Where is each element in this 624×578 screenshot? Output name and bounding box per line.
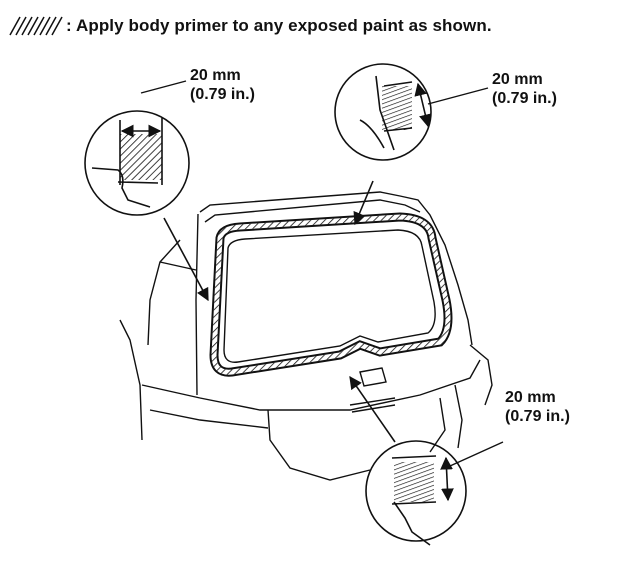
legend-text: : Apply body primer to any exposed paint… [66, 16, 492, 35]
hatch-swatch-icon [9, 16, 63, 36]
callout-top-right-label: 20 mm (0.79 in.) [492, 70, 557, 108]
callout-top-right-circle [334, 63, 489, 161]
leader-bottom-right [349, 375, 396, 443]
legend: : Apply body primer to any exposed paint… [8, 14, 492, 38]
glass-opening [209, 212, 453, 377]
dimension-in: (0.79 in.) [190, 86, 255, 103]
leader-left [163, 217, 209, 302]
dimension-mm: 20 mm [492, 71, 543, 88]
dimension-in: (0.79 in.) [505, 408, 570, 425]
callout-left-label: 20 mm (0.79 in.) [190, 66, 255, 104]
dimension-mm: 20 mm [505, 389, 556, 406]
leader-top-right [353, 180, 374, 226]
callout-bottom-right-circle [365, 440, 504, 546]
callout-bottom-right-label: 20 mm (0.79 in.) [505, 388, 570, 426]
dimension-mm: 20 mm [190, 67, 241, 84]
dimension-in: (0.79 in.) [492, 90, 557, 107]
callout-left-circle [84, 80, 190, 216]
vehicle-body [119, 191, 493, 481]
